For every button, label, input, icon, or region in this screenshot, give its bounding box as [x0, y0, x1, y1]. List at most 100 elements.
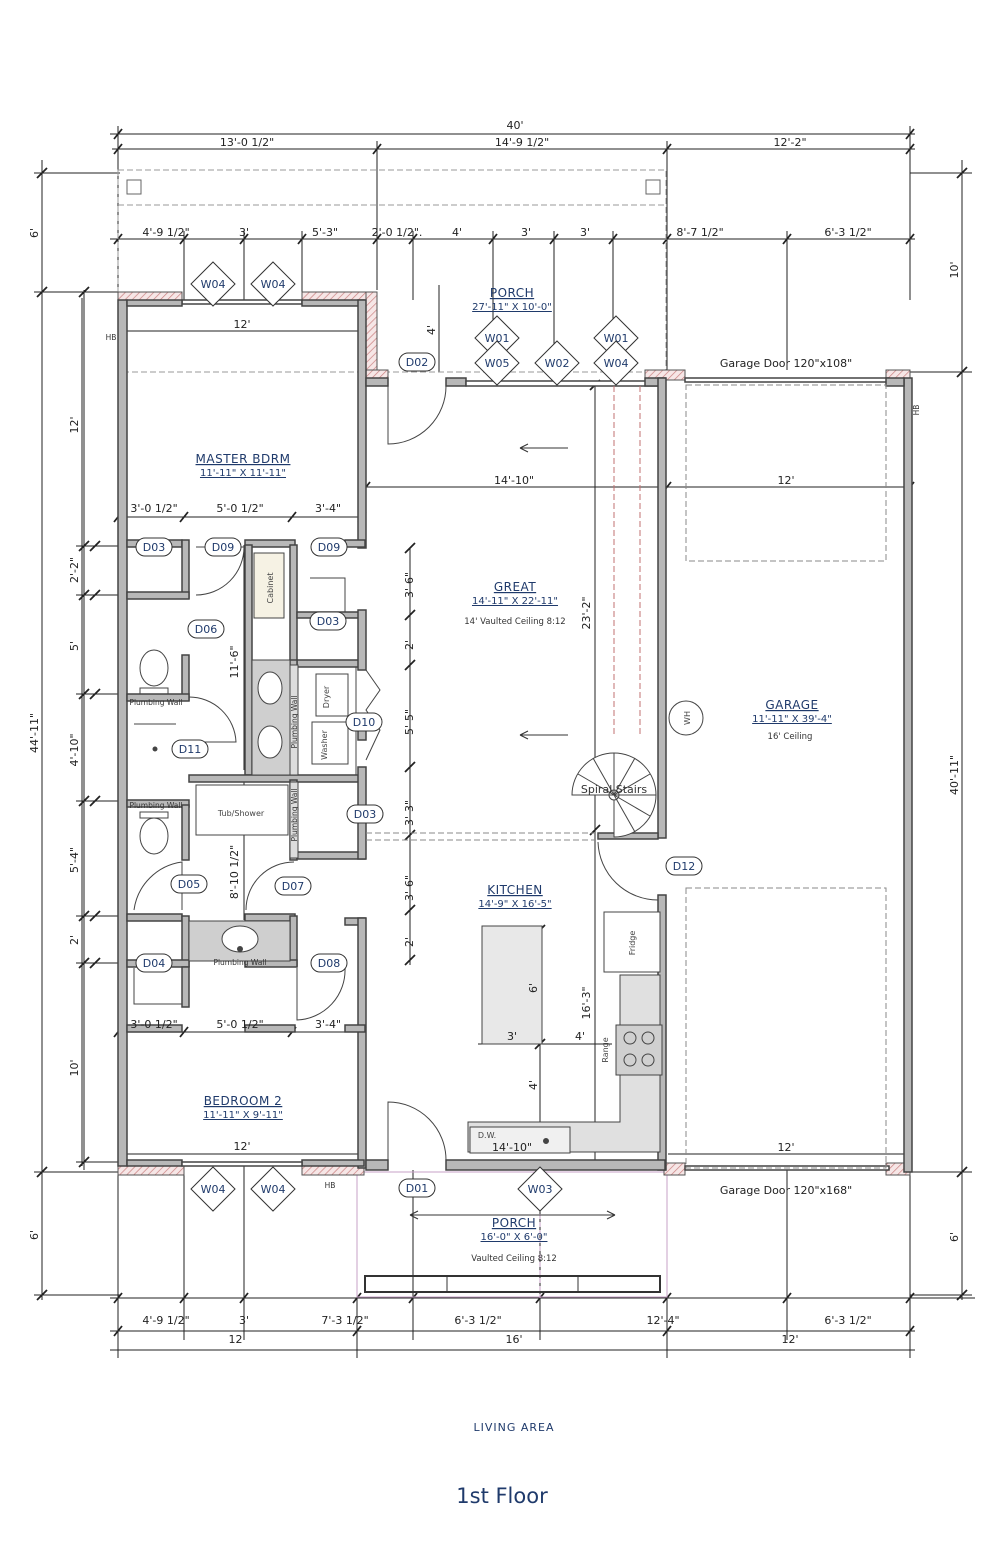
spiral-stairs — [571, 752, 657, 838]
dim-hall-2: 2' — [403, 640, 416, 650]
window-tag-w01a-label: W01 — [485, 332, 510, 345]
dim-sink-width: 14'-10" — [492, 1141, 532, 1154]
dim-bot2-3: 12' — [781, 1333, 798, 1346]
dim-great-depth: 23'-2" — [580, 596, 593, 629]
label-spiral-stairs: Spiral Stairs — [581, 783, 647, 796]
dim-left-overall: 44'-11" — [28, 713, 41, 753]
window-tag-w05-label: W05 — [485, 357, 510, 370]
room-master: MASTER BDRM — [196, 452, 291, 466]
window-tag-w01b: W01 — [593, 315, 639, 361]
door-tag-d10: D10 — [345, 712, 383, 732]
window-tag-w02-label: W02 — [545, 357, 570, 370]
dimension-text: 40' 13'-0 1/2" 14'-9 1/2" 12'-2" 4'-9 1/… — [28, 119, 961, 1346]
dim-top2-9: 6'-3 1/2" — [824, 226, 871, 239]
door-tag-d06: D06 — [187, 619, 225, 639]
room-porch-bottom-note: Vaulted Ceiling 8:12 — [471, 1254, 557, 1264]
dim-top2-1: 4'-9 1/2" — [142, 226, 189, 239]
dim-top2-4: 2'-0 1/2". — [372, 226, 423, 239]
room-porch-top: PORCH — [490, 286, 534, 300]
door-tag-d03b: D03 — [309, 611, 347, 631]
window-tag-w04a: W04 — [190, 261, 236, 307]
door-tag-d05: D05 — [170, 874, 208, 894]
door-tag-d08-label: D08 — [318, 957, 340, 970]
fixture-labels: Cabinet Dryer Washer Tub/Shower Plumbing… — [106, 333, 921, 1190]
dim-hall-5: 3'-6" — [403, 875, 416, 901]
window-tag-w03: W03 — [517, 1166, 563, 1212]
label-plumbing-5: Plumbing Wall — [290, 788, 299, 841]
dim-bot1-4: 6'-3 1/2" — [454, 1314, 501, 1327]
dim-bot1-1: 4'-9 1/2" — [142, 1314, 189, 1327]
fixtures — [134, 552, 704, 1154]
dim-top-overall: 40' — [506, 119, 523, 132]
window-tag-w04a-label: W04 — [201, 278, 226, 291]
label-plumbing-1: Plumbing Wall — [129, 698, 182, 707]
dim-right-1: 10' — [948, 261, 961, 278]
window-tag-w04b: W04 — [250, 261, 296, 307]
door-tag-d08: D08 — [310, 953, 348, 973]
dim-left-2: 12' — [68, 416, 81, 433]
label-plumbing-4: Plumbing Wall — [290, 695, 299, 748]
label-tub: Tub/Shower — [217, 809, 265, 818]
room-garage-note: 16' Ceiling — [768, 732, 813, 742]
label-water-heater: WH — [683, 711, 692, 725]
dim-island-width: 3' — [507, 1030, 517, 1043]
window-tag-w04d-label: W04 — [201, 1183, 226, 1196]
label-washer: Washer — [320, 729, 329, 759]
room-porch-bottom: PORCH — [492, 1216, 536, 1230]
dim-bed2-width: 12' — [233, 1140, 250, 1153]
door-tag-d03a-label: D03 — [143, 541, 165, 554]
dim-top2-7: 3' — [580, 226, 590, 239]
dim-m-row-2: 5'-0 1/2" — [216, 502, 263, 515]
door-tag-d10-label: D10 — [353, 716, 375, 729]
dim-hall-3: 5'-5" — [403, 709, 416, 735]
room-garage: GARAGE — [765, 698, 818, 712]
dim-bath: 8'-10 1/2" — [228, 845, 241, 899]
dim-top2-5: 4' — [452, 226, 462, 239]
door-tag-d03c-label: D03 — [354, 808, 376, 821]
direction-arrows — [409, 443, 616, 1220]
room-garage-size: 11'-11" X 39'-4" — [752, 714, 832, 725]
room-kitchen: KITCHEN — [487, 883, 543, 897]
dim-left-6: 5'-4" — [68, 847, 81, 873]
door-tag-d07: D07 — [274, 876, 312, 896]
dim-left-4: 5' — [68, 641, 81, 651]
dim-hall-1: 3'-6" — [403, 572, 416, 598]
top-porch-outline — [117, 169, 667, 373]
window-tag-w04c: W04 — [593, 340, 639, 386]
dim-top2-6: 3' — [521, 226, 531, 239]
porch-posts — [126, 179, 661, 195]
dim-right-2: 6' — [948, 1232, 961, 1242]
window-tag-w01b-label: W01 — [604, 332, 629, 345]
door-tag-d07-label: D07 — [282, 880, 304, 893]
label-hose-bib-1: HB — [106, 333, 117, 342]
label-plumbing-2: Plumbing Wall — [129, 801, 182, 810]
room-bedroom2: BEDROOM 2 — [204, 1094, 283, 1108]
window-tag-w03-label: W03 — [528, 1183, 553, 1196]
dim-b-row-3: 3'-4" — [315, 1018, 341, 1031]
window-tag-w02: W02 — [534, 340, 580, 386]
door-tag-d03c: D03 — [346, 804, 384, 824]
door-tag-d09b: D09 — [310, 537, 348, 557]
dim-top2-8: 8'-7 1/2" — [676, 226, 723, 239]
door-tag-d11-label: D11 — [179, 743, 201, 756]
door-tag-d06-label: D06 — [195, 623, 217, 636]
dim-bot1-3: 7'-3 1/2" — [321, 1314, 368, 1327]
label-dishwasher: D.W. — [478, 1131, 496, 1140]
dim-hall-4: 3'-3" — [403, 800, 416, 826]
dim-b-row-2: 5'-0 1/2" — [216, 1018, 263, 1031]
garage-door-bottom: Garage Door 120"x168" — [720, 1184, 852, 1197]
dim-hall-6: 2' — [403, 937, 416, 947]
dim-kitchen-depth: 16'-3" — [580, 986, 593, 1019]
dim-island-length: 6' — [527, 983, 540, 993]
living-area-label: LIVING AREA — [473, 1421, 554, 1434]
dim-left-8: 10' — [68, 1059, 81, 1076]
dim-great-width: 14'-10" — [494, 474, 534, 487]
label-dryer: Dryer — [322, 685, 331, 708]
room-porch-bottom-size: 16'-0" X 6'-0" — [481, 1232, 548, 1243]
door-tag-d02: D02 — [398, 352, 436, 372]
window-tag-w04d: W04 — [190, 1166, 236, 1212]
dim-top-3: 12'-2" — [773, 136, 806, 149]
door-tag-d09b-label: D09 — [318, 541, 340, 554]
dim-bot2-1: 12' — [228, 1333, 245, 1346]
door-tag-d01: D01 — [398, 1178, 436, 1198]
